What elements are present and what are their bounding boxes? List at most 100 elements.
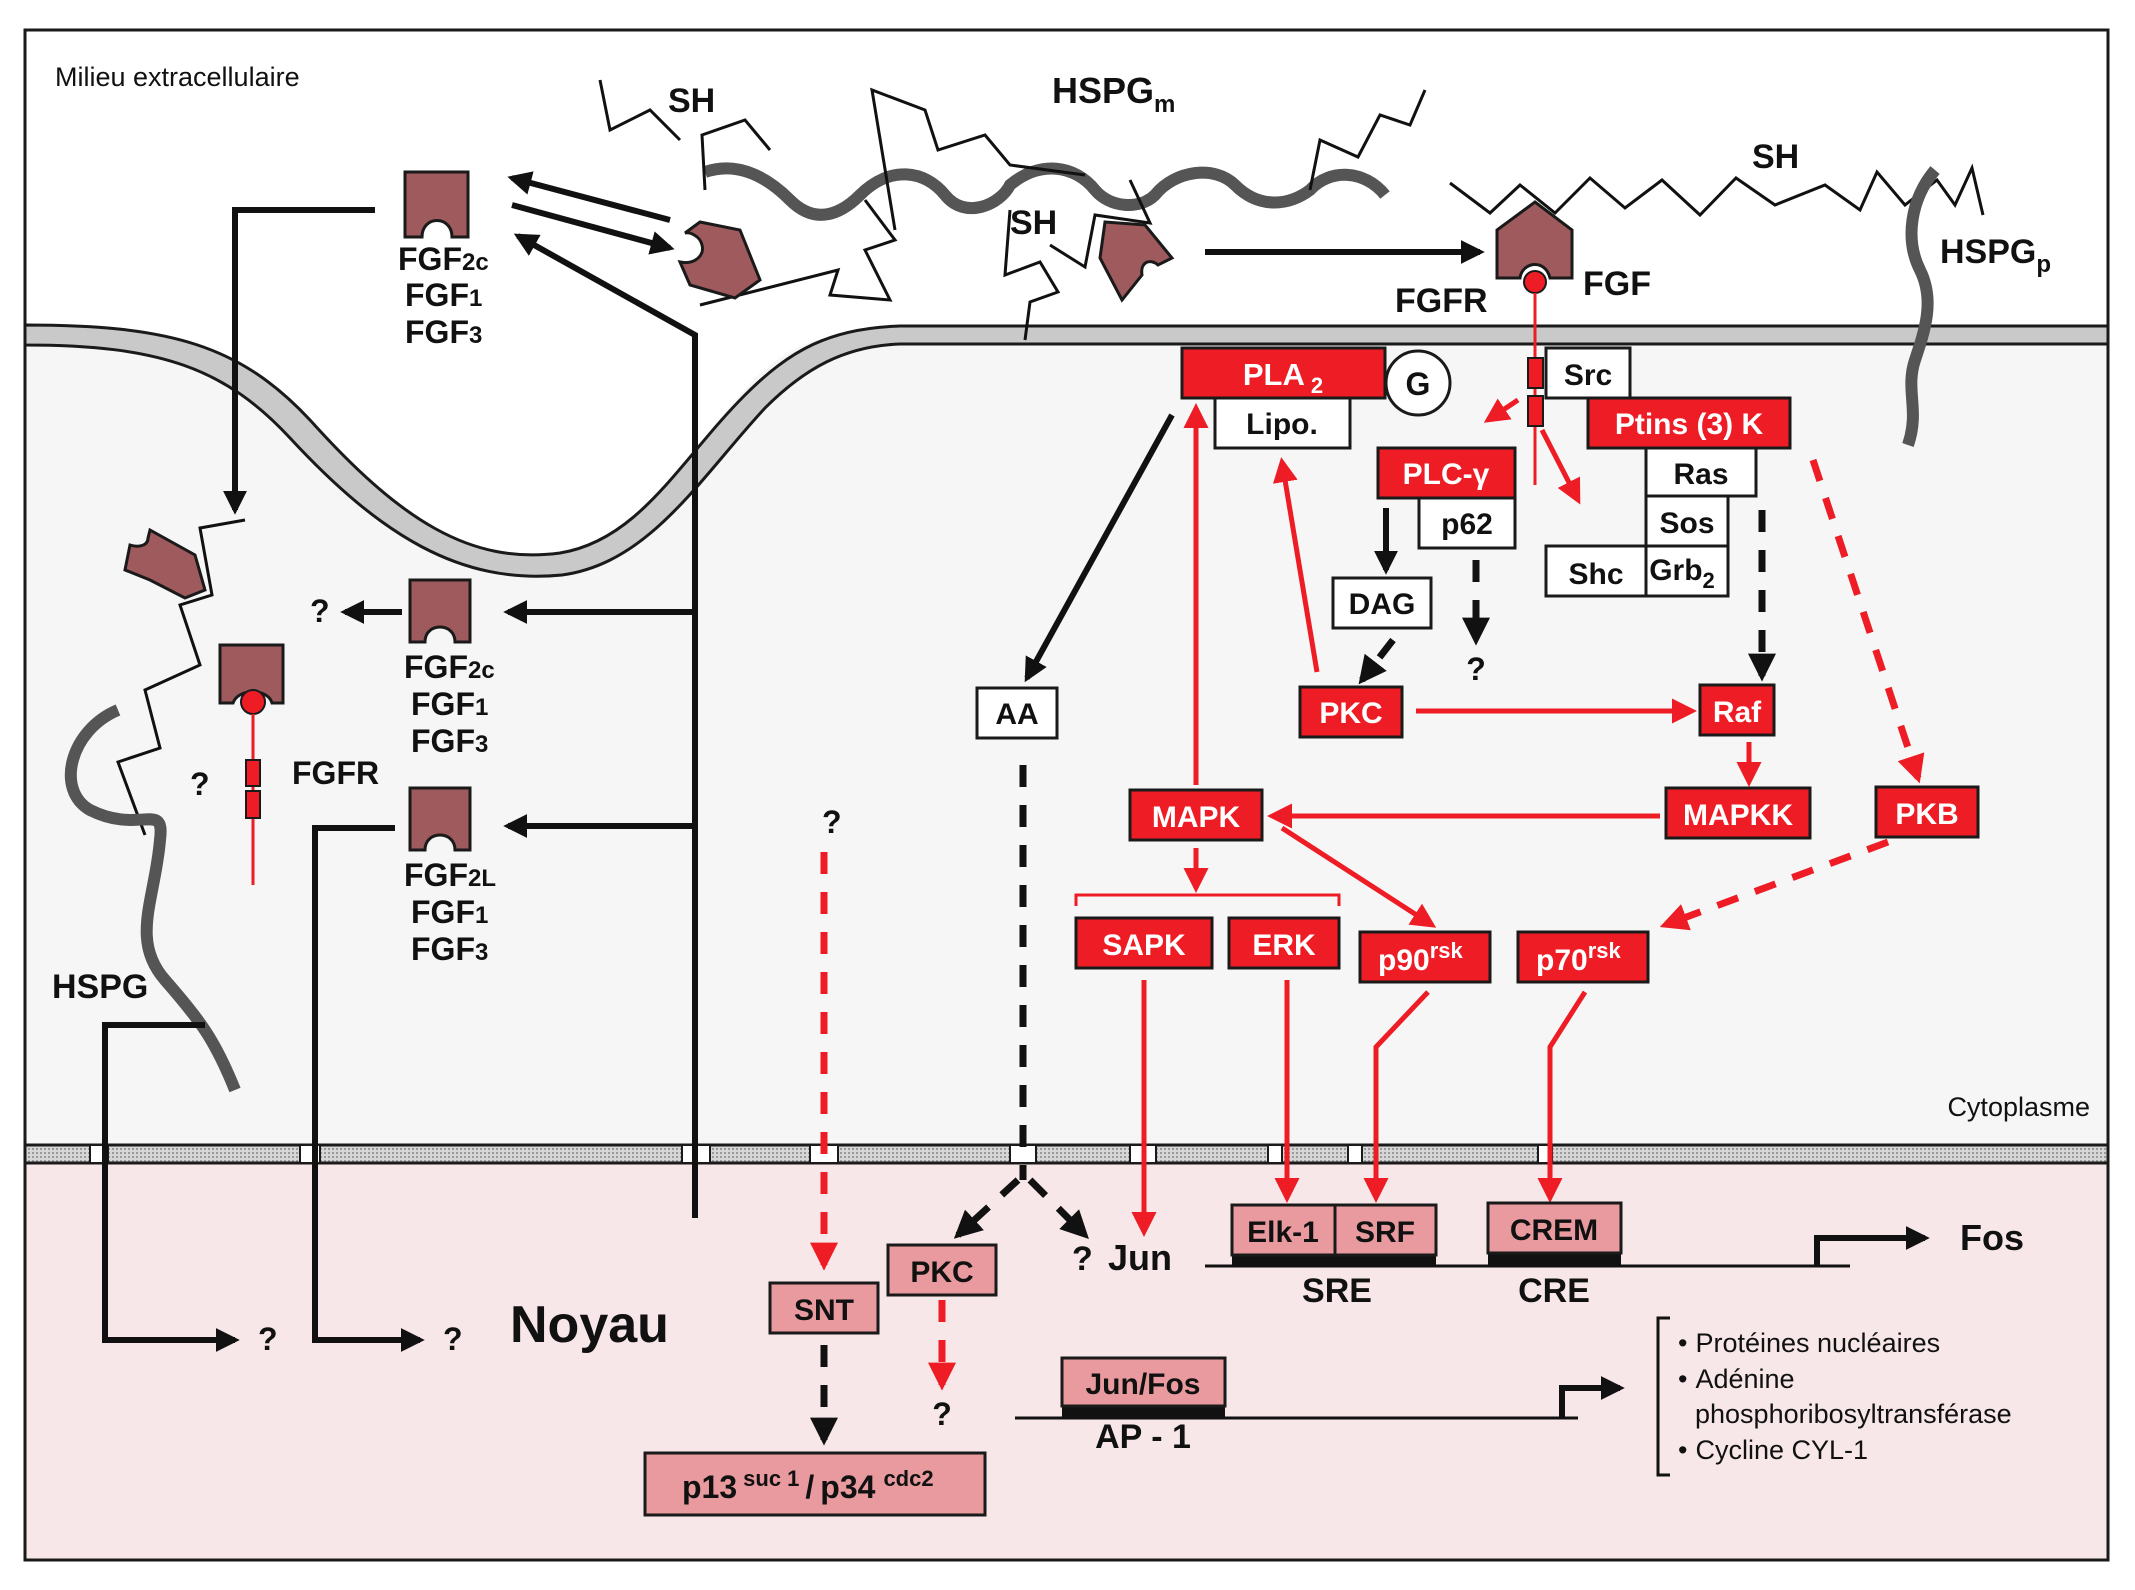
fgfr-kinase-domain [1527, 395, 1544, 427]
svg-text:FGF3: FGF3 [411, 723, 488, 759]
internalized-ligand-icon [123, 527, 207, 600]
nuclear-envelope [23, 1143, 2110, 1165]
sulfate-chain [700, 118, 772, 191]
mapkk-label: MAPKK [1683, 799, 1793, 832]
pla2-to-aa-arrow [1024, 413, 1175, 683]
pkc-to-lipo-arrow [1272, 457, 1320, 673]
dag-label: DAG [1349, 588, 1416, 621]
srf-label: SRF [1355, 1216, 1415, 1249]
fgfr-ligand-binding-icon [240, 689, 266, 715]
cytoplasm-label: Cytoplasme [1947, 1092, 2090, 1122]
nuclear-import-path [312, 825, 425, 1352]
jun-fos-label: Jun/Fos [1085, 1368, 1200, 1401]
sh-label: SH [1752, 138, 1799, 176]
sapk-label: SAPK [1102, 929, 1186, 962]
p70rsk-to-crem-arrow [1537, 990, 1588, 1203]
fgfr-label: FGFR [292, 755, 379, 791]
intracellular-fgf-lower-labels: FGF2L FGF1 FGF3 [404, 857, 496, 967]
p90rsk-to-srf-arrow [1363, 990, 1430, 1203]
sulfate-chain [598, 79, 682, 142]
mapk-family-bracket [1074, 893, 1341, 906]
p90rsk-node [1358, 930, 1492, 984]
sulfate-chain [699, 199, 898, 307]
secretion-path [513, 233, 698, 1218]
hspg-pericellular-core [1902, 166, 1940, 447]
cre-element [1488, 1253, 1621, 1266]
release-arrow [507, 171, 671, 223]
aa-to-jun-arrow [1027, 1177, 1089, 1239]
svg-text:phosphoribosyltransférase: phosphoribosyltransférase [1695, 1399, 2012, 1429]
cre-label: CRE [1518, 1272, 1590, 1310]
svg-text:FGF2c: FGF2c [398, 241, 489, 277]
binding-arrow [511, 202, 675, 255]
target-genes-bracket [1656, 1316, 1670, 1477]
dag-to-pkc-arrow [1358, 637, 1396, 685]
fos-transcription-start-arrow [1814, 1226, 1930, 1266]
svg-text:•Protéines nucléaires: •Protéines nucléaires [1678, 1328, 1940, 1358]
crem-label: CREM [1510, 1214, 1598, 1247]
unknown-mark: ? [190, 766, 210, 802]
svg-text:FGF1: FGF1 [411, 686, 488, 722]
extracellular-label: Milieu extracellulaire [55, 62, 300, 92]
p62-node [1417, 496, 1517, 550]
mapk-label: MAPK [1152, 801, 1241, 834]
pi3k-node [1586, 396, 1792, 450]
plc-gamma-node [1376, 446, 1517, 500]
fgfr-ligand-binding-icon [1523, 270, 1547, 294]
ras-label: Ras [1673, 458, 1728, 491]
g-protein-node [1384, 349, 1452, 417]
ap1-element [1062, 1405, 1225, 1418]
nuclear-import-path [102, 1022, 240, 1352]
sos-node [1644, 494, 1730, 548]
jun-fos-node [1060, 1356, 1227, 1408]
extracellular-region [25, 30, 2108, 330]
figure-frame [23, 28, 2110, 1562]
svg-text:FGF1: FGF1 [411, 894, 488, 930]
hspg-matrix-label: HSPGm [1052, 70, 1175, 118]
fgfr-to-plc-arrow [1483, 397, 1520, 423]
fgf-ligand-icon [1098, 220, 1175, 303]
fgf-ligand-icon [677, 220, 762, 300]
svg-text:FGF2c: FGF2c [404, 649, 495, 685]
snt-label: SNT [794, 1294, 854, 1327]
aa-to-pkc-arrow [953, 1177, 1021, 1239]
secreted-fgf-labels: FGF2c FGF1 FGF3 [398, 241, 489, 350]
svg-text:•Cycline CYL-1: •Cycline CYL-1 [1678, 1435, 1868, 1465]
pi3k-label: Ptins (3) K [1615, 408, 1764, 441]
pkb-node [1874, 785, 1980, 839]
nuclear-pkc-node [886, 1243, 998, 1297]
fgf-bound-receptor-icon [1495, 200, 1574, 280]
mapk-to-p90rsk-arrow [1280, 825, 1437, 928]
unknown-mark: ? [258, 1321, 278, 1357]
g-protein-label: G [1406, 366, 1431, 402]
sh-label: SH [668, 82, 715, 120]
aa-node [975, 686, 1059, 740]
unknown-mark: ? [1072, 1240, 1093, 1278]
aa-label: AA [995, 698, 1038, 731]
p13-p34-node [643, 1451, 987, 1517]
p90rsk-label: p90rsk [1378, 938, 1464, 977]
svg-text:FGF3: FGF3 [411, 931, 488, 967]
nucleus-label: Noyau [510, 1296, 669, 1354]
snt-node [768, 1281, 880, 1335]
nuclear-pkc-label: PKC [910, 1256, 973, 1289]
unknown-mark: ? [310, 593, 330, 629]
p70rsk-node [1516, 930, 1650, 984]
src-node [1544, 346, 1632, 400]
sos-label: Sos [1659, 507, 1714, 540]
p62-label: p62 [1441, 508, 1493, 541]
crem-node [1486, 1201, 1623, 1255]
sh-label: SH [1010, 204, 1057, 242]
shc-label: Shc [1568, 558, 1623, 591]
sapk-node [1074, 916, 1214, 970]
fgfr-label: FGFR [1395, 282, 1488, 320]
raf-node [1698, 683, 1776, 737]
hspg-pericellular-label: HSPGp [1940, 233, 2051, 278]
sulfate-chain [1049, 179, 1153, 270]
mapkk-node [1664, 786, 1812, 840]
lipocortin-node [1213, 396, 1352, 450]
plc-gamma-label: PLC-γ [1403, 458, 1490, 491]
svg-text:FGF1: FGF1 [405, 277, 482, 313]
